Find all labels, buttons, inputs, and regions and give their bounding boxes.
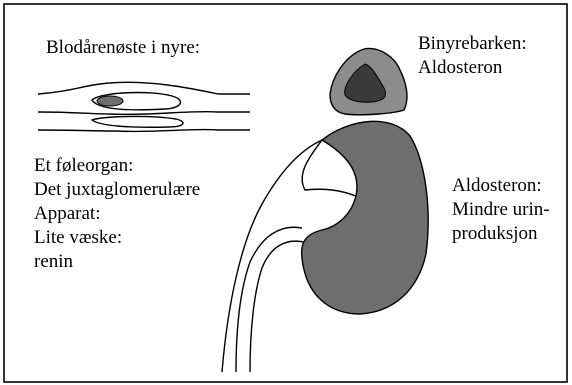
juxtaglomerular-cell-cluster — [97, 96, 123, 106]
adrenal-label-line2: Aldosteron — [418, 56, 527, 80]
effect-label-line1: Aldosteron: — [452, 174, 550, 198]
ureter-outer — [236, 227, 302, 372]
adrenal-label: Binyrebarken: Aldosteron — [418, 32, 527, 80]
sensor-label-line2: Det juxtaglomerulære — [34, 178, 200, 202]
ureter-inner — [250, 241, 304, 372]
sensor-label-line5: renin — [34, 250, 200, 274]
sensor-label-line4: Lite væske: — [34, 226, 200, 250]
effect-label-line2: Mindre urin- — [452, 198, 550, 222]
sensor-label-line1: Et føleorgan: — [34, 154, 200, 178]
vessel-middle-curve — [38, 112, 250, 115]
sensor-label-line3: Apparat: — [34, 202, 200, 226]
tubule-loop — [92, 116, 183, 127]
aldosterone-effect-label: Aldosteron: Mindre urin- produksjon — [452, 174, 550, 246]
vessel-tangle-title: Blodårenøste i nyre: — [46, 36, 200, 60]
vessel-lower-curve — [38, 130, 250, 132]
kidney-shape — [302, 121, 429, 314]
adrenal-label-line1: Binyrebarken: — [418, 32, 527, 56]
sensor-organ-label: Et føleorgan: Det juxtaglomerulære Appar… — [34, 154, 200, 274]
effect-label-line3: produksjon — [452, 222, 550, 246]
vessel-tangle-icon — [38, 82, 250, 131]
